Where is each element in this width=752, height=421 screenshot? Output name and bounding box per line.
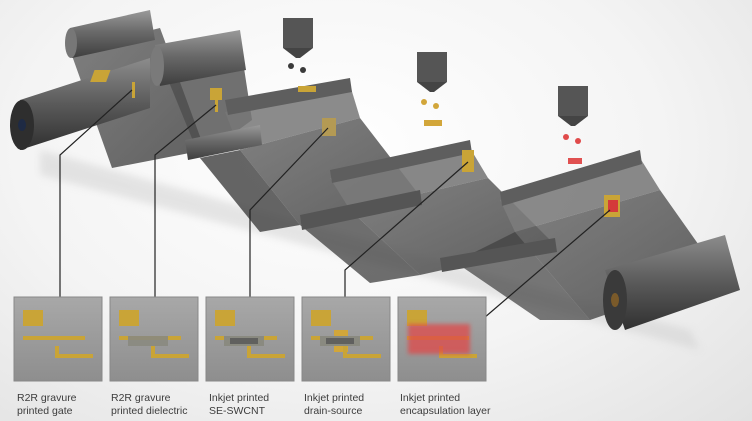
step-label-5-line1: Inkjet printed (400, 392, 490, 405)
step-label-5: Inkjet printed encapsulation layer (400, 392, 490, 418)
closeup-panel-2 (110, 297, 198, 381)
step-label-1: R2R gravure printed gate (17, 392, 77, 418)
inkjet-head-1 (283, 18, 313, 73)
step-label-4-line2: drain-source (304, 405, 364, 418)
closeup-panel-4 (302, 297, 390, 381)
step-label-3-line1: Inkjet printed (209, 392, 269, 405)
step-label-1-line2: printed gate (17, 405, 77, 418)
step-label-5-line2: encapsulation layer (400, 405, 490, 418)
step-label-4: Inkjet printed drain-source (304, 392, 364, 418)
step-label-2: R2R gravure printed dielectric (111, 392, 187, 418)
step-label-3: Inkjet printed SE-SWCNT (209, 392, 269, 418)
closeup-panel-5 (398, 297, 486, 381)
step-label-2-line1: R2R gravure (111, 392, 187, 405)
step-label-3-line2: SE-SWCNT (209, 405, 269, 418)
step-label-4-line1: Inkjet printed (304, 392, 364, 405)
step-label-1-line1: R2R gravure (17, 392, 77, 405)
inkjet-head-2 (417, 52, 447, 109)
closeup-panel-1 (14, 297, 102, 381)
closeup-panel-3 (206, 297, 294, 381)
step-label-2-line2: printed dielectric (111, 405, 187, 418)
inkjet-head-3 (558, 86, 588, 144)
